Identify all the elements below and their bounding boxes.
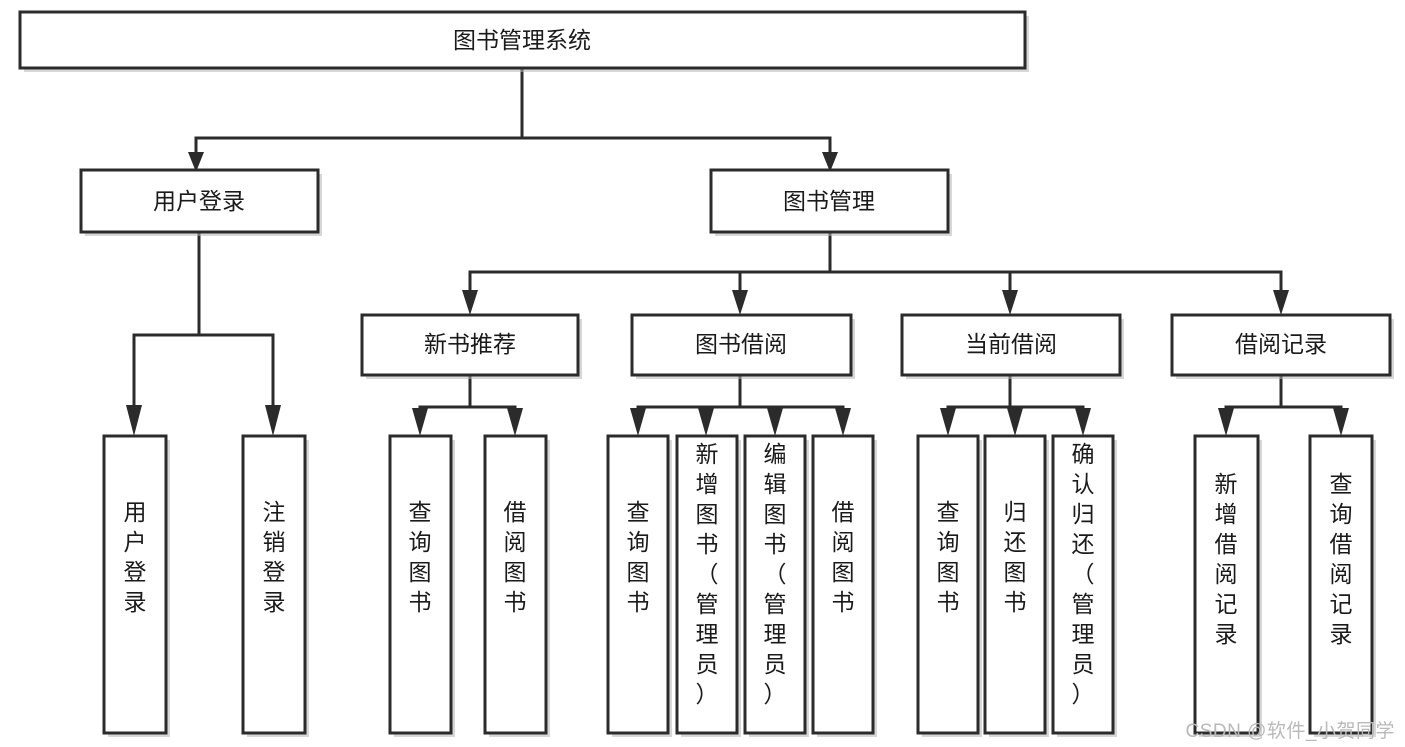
node-leaf-query-book-1[interactable]: 查询图书 bbox=[388, 434, 455, 737]
node-leaf-user-login[interactable]: 用户登录 bbox=[102, 434, 170, 737]
node-leaf-borrow-book-1-label: 借阅图书 bbox=[504, 499, 527, 615]
node-leaf-add-record-label: 新增借阅记录 bbox=[1215, 471, 1238, 647]
node-leaf-query-book-2[interactable]: 查询图书 bbox=[606, 434, 672, 737]
node-leaf-return-book[interactable]: 归还图书 bbox=[983, 434, 1049, 737]
node-book-borrow[interactable]: 图书借阅 bbox=[630, 313, 855, 379]
arrow-to-book-management bbox=[822, 152, 838, 172]
node-user-login[interactable]: 用户登录 bbox=[79, 168, 322, 236]
arrow-to-book-borrow bbox=[732, 290, 748, 315]
node-new-book-recommend-label: 新书推荐 bbox=[424, 331, 516, 357]
node-book-management[interactable]: 图书管理 bbox=[709, 168, 952, 236]
node-leaf-borrow-book-2[interactable]: 借阅图书 bbox=[811, 434, 877, 737]
node-leaf-query-book-2-label: 查询图书 bbox=[627, 499, 650, 615]
node-leaf-query-book-2-box[interactable] bbox=[606, 434, 670, 735]
node-leaf-borrow-book-2-label: 借阅图书 bbox=[832, 499, 855, 615]
node-leaf-confirm-return-label: 确认归还（管理员） bbox=[1072, 441, 1095, 707]
node-leaf-borrow-book-1-box[interactable] bbox=[483, 434, 548, 735]
node-leaf-edit-book[interactable]: 编辑图书（管理员） bbox=[743, 434, 809, 737]
arrow-to-current-borrow bbox=[1002, 290, 1018, 315]
edge-layer bbox=[126, 66, 1349, 436]
node-root-box[interactable] bbox=[18, 10, 1027, 70]
node-leaf-return-book-label: 归还图书 bbox=[1004, 499, 1027, 615]
arrow-to-leaf-add-book bbox=[698, 408, 714, 436]
node-leaf-user-login-box[interactable] bbox=[102, 434, 168, 735]
node-leaf-query-book-1-label: 查询图书 bbox=[409, 499, 432, 615]
node-leaf-add-book-label: 新增图书（管理员） bbox=[696, 441, 719, 707]
arrow-to-leaf-query-book-2 bbox=[630, 408, 646, 436]
node-leaf-add-record-box[interactable] bbox=[1193, 434, 1260, 735]
node-leaf-logout-login-box[interactable] bbox=[241, 434, 307, 735]
node-leaf-query-book-1-box[interactable] bbox=[388, 434, 453, 735]
arrow-to-leaf-confirm-return bbox=[1075, 408, 1091, 436]
node-leaf-edit-book-label: 编辑图书（管理员） bbox=[764, 441, 787, 707]
node-borrow-record-box[interactable] bbox=[1170, 313, 1392, 377]
node-leaf-user-login-label: 用户登录 bbox=[124, 499, 147, 615]
node-new-book-recommend[interactable]: 新书推荐 bbox=[360, 313, 582, 379]
node-borrow-record[interactable]: 借阅记录 bbox=[1170, 313, 1394, 379]
node-leaf-query-book-3-box[interactable] bbox=[916, 434, 980, 735]
arrow-to-leaf-return-book bbox=[1007, 408, 1023, 436]
arrow-to-leaf-query-book-3 bbox=[940, 408, 956, 436]
arrow-to-leaf-add-record bbox=[1218, 408, 1234, 436]
node-leaf-logout-login-label: 注销登录 bbox=[263, 499, 286, 615]
node-book-management-box[interactable] bbox=[709, 168, 950, 234]
node-layer: 图书管理系统 用户登录 图书管理 新书推荐 bbox=[18, 10, 1394, 737]
node-new-book-recommend-box[interactable] bbox=[360, 313, 580, 377]
arrow-to-user-login bbox=[188, 152, 204, 172]
node-leaf-query-book-3-label: 查询图书 bbox=[937, 499, 960, 615]
node-borrow-record-label: 借阅记录 bbox=[1235, 331, 1327, 357]
arrow-to-borrow-record bbox=[1273, 290, 1289, 315]
node-leaf-query-record-box[interactable] bbox=[1308, 434, 1374, 735]
node-leaf-logout-login[interactable]: 注销登录 bbox=[241, 434, 309, 737]
node-book-borrow-box[interactable] bbox=[630, 313, 853, 377]
node-leaf-confirm-return[interactable]: 确认归还（管理员） bbox=[1051, 434, 1117, 737]
node-leaf-borrow-book-2-box[interactable] bbox=[811, 434, 875, 735]
node-leaf-query-record[interactable]: 查询借阅记录 bbox=[1308, 434, 1376, 737]
node-leaf-add-record[interactable]: 新增借阅记录 bbox=[1193, 434, 1262, 737]
node-current-borrow[interactable]: 当前借阅 bbox=[900, 313, 1124, 379]
node-book-borrow-label: 图书借阅 bbox=[695, 331, 787, 357]
arrow-to-leaf-borrow-book-2 bbox=[835, 408, 851, 436]
node-leaf-add-book[interactable]: 新增图书（管理员） bbox=[675, 434, 741, 737]
arrow-to-leaf-borrow-book-1 bbox=[507, 408, 523, 436]
node-user-login-box[interactable] bbox=[79, 168, 320, 234]
node-leaf-edit-book-box[interactable] bbox=[743, 434, 807, 735]
node-leaf-query-record-label: 查询借阅记录 bbox=[1330, 471, 1353, 647]
node-leaf-return-book-box[interactable] bbox=[983, 434, 1047, 735]
node-root[interactable]: 图书管理系统 bbox=[18, 10, 1029, 72]
arrow-to-leaf-logout-login bbox=[265, 405, 281, 436]
node-current-borrow-label: 当前借阅 bbox=[965, 331, 1057, 357]
arrow-to-new-book-recommend bbox=[462, 290, 478, 315]
node-current-borrow-box[interactable] bbox=[900, 313, 1122, 377]
node-leaf-borrow-book-1[interactable]: 借阅图书 bbox=[483, 434, 550, 737]
node-user-login-label: 用户登录 bbox=[153, 188, 245, 214]
arrow-to-leaf-query-record bbox=[1333, 408, 1349, 436]
arrow-to-leaf-query-book-1 bbox=[412, 408, 428, 436]
node-leaf-add-book-box[interactable] bbox=[675, 434, 739, 735]
arrow-to-leaf-user-login bbox=[126, 405, 142, 436]
arrow-to-leaf-edit-book bbox=[767, 408, 783, 436]
node-book-management-label: 图书管理 bbox=[783, 188, 875, 214]
node-leaf-query-book-3[interactable]: 查询图书 bbox=[916, 434, 982, 737]
node-leaf-confirm-return-box[interactable] bbox=[1051, 434, 1115, 735]
node-root-label: 图书管理系统 bbox=[453, 27, 591, 53]
